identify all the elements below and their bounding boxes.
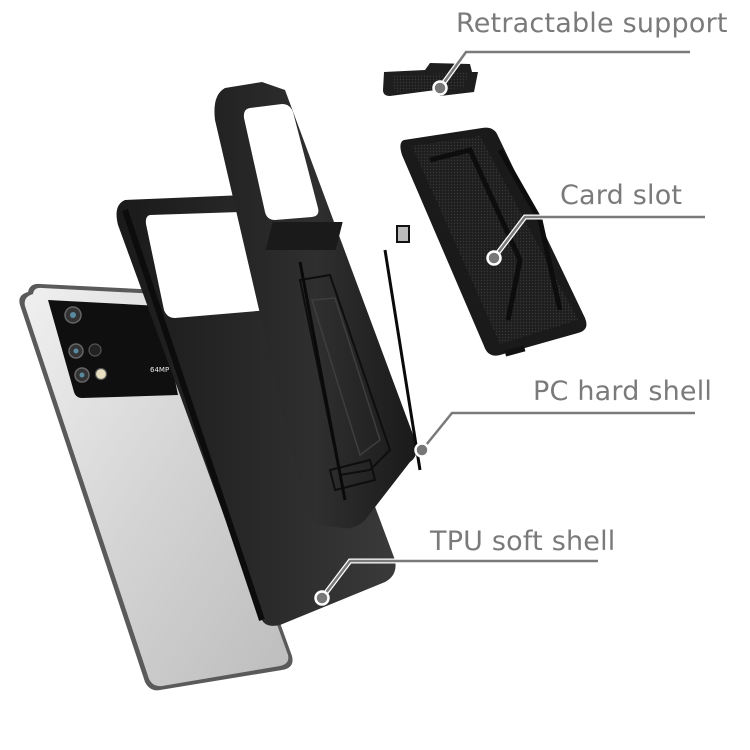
pc-hard-shell-marker-dot [414, 442, 430, 458]
retractable-support-label: Retractable support [456, 8, 728, 39]
card-slot-leader-line [493, 215, 705, 259]
card-slot [400, 127, 587, 357]
pc-hard-shell-label: PC hard shell [533, 376, 713, 407]
card-slot-label: Card slot [560, 180, 683, 211]
retractable-support-marker-dot [432, 80, 448, 96]
tpu-soft-shell-leader-line [321, 559, 598, 599]
pc-hard-shell-leader-line [421, 411, 695, 451]
pc-hard-shell [214, 82, 422, 529]
camera-label-text: 64MP [150, 366, 169, 374]
tpu-soft-shell-label: TPU soft shell [430, 526, 616, 557]
camera-module: 64MP [48, 300, 178, 398]
retractable-support-leader-line [438, 50, 690, 89]
phone-device: 64MP [19, 283, 293, 691]
tpu-soft-shell-marker-dot [314, 590, 330, 606]
retractable-support [383, 63, 478, 96]
card-slot-marker-dot [486, 250, 502, 266]
